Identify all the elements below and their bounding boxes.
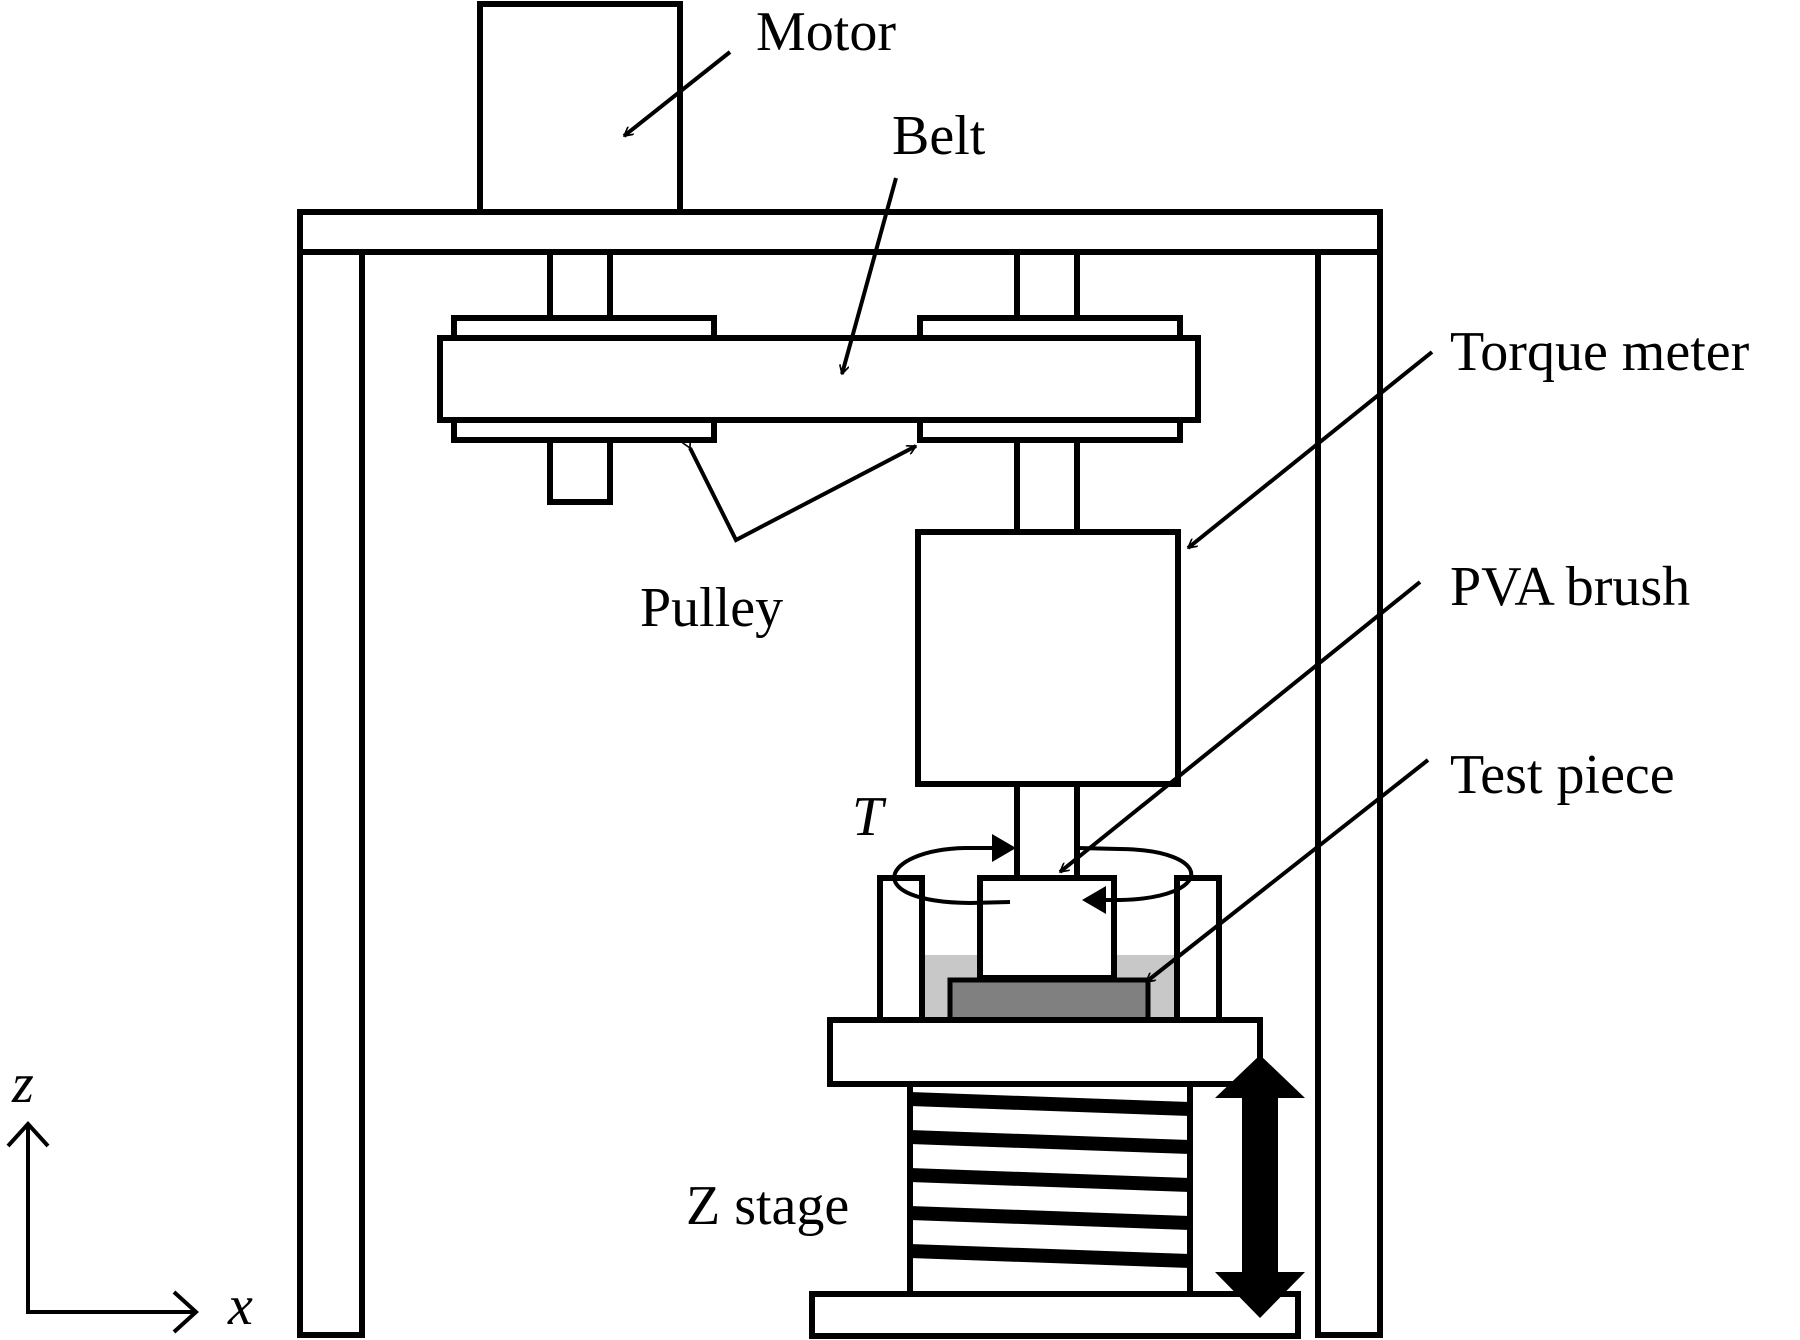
belt — [437, 335, 1201, 423]
container-outer-wall-right — [1174, 875, 1222, 1023]
motor-block — [477, 1, 683, 217]
pva-brush-label: PVA brush — [1450, 556, 1690, 618]
left-shaft-lower — [547, 435, 613, 505]
axis-z-label: z — [11, 1053, 34, 1115]
pva-brush-leader-arrow — [1060, 580, 1422, 874]
belt-label: Belt — [892, 105, 986, 167]
frame-top-beam — [297, 209, 1383, 255]
z-stage-motion-arrow — [1215, 1055, 1305, 1318]
torque-meter-leader-arrow — [1188, 350, 1434, 550]
motor-label: Motor — [756, 1, 896, 63]
container-outer-wall-left — [877, 875, 925, 1023]
coordinate-axes — [6, 1121, 199, 1334]
test-piece-leader-arrow — [1146, 758, 1430, 984]
test-piece — [947, 977, 1151, 1023]
belt-leader-arrow — [842, 177, 898, 374]
z-stage-screw — [907, 1081, 1193, 1297]
right-shaft-lower — [1014, 435, 1080, 537]
frame — [297, 209, 1383, 1338]
left-shaft-upper — [547, 249, 613, 323]
torque-meter-block — [915, 529, 1181, 787]
torque-meter-label: Torque meter — [1450, 321, 1750, 383]
brush-shaft — [1014, 781, 1080, 883]
pulley-leader-arrows — [690, 446, 916, 543]
z-stage-label: Z stage — [686, 1175, 849, 1237]
pva-brush — [977, 875, 1117, 981]
stage-base — [809, 1291, 1301, 1339]
torque-rotation-arrow — [892, 834, 1194, 914]
pulley-label: Pulley — [640, 577, 783, 639]
right-shaft-upper — [1014, 249, 1080, 323]
stage-table — [827, 1017, 1263, 1087]
motor-leader-arrow — [624, 50, 732, 138]
frame-left-leg — [297, 249, 365, 1338]
frame-right-leg — [1315, 249, 1383, 1338]
torque-symbol-label: T — [852, 786, 887, 848]
test-piece-label: Test piece — [1450, 744, 1675, 806]
axis-x-label: x — [227, 1275, 253, 1337]
